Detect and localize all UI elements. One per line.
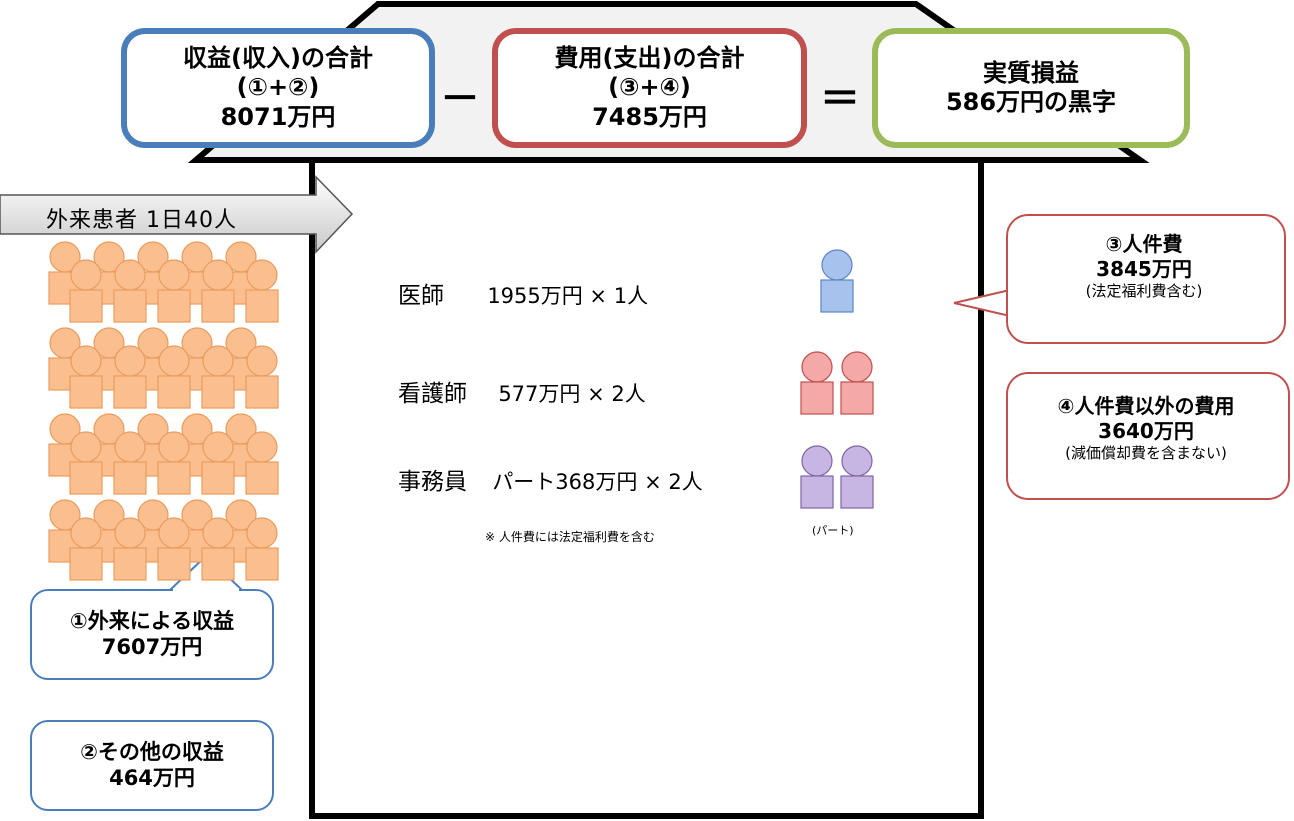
staff-detail-nurse: 577万円 × 2人 (498, 382, 646, 406)
nurse-person-icon (840, 351, 874, 415)
outpatient-person-icon (69, 259, 103, 323)
revenue-total-formula: (①+②) (236, 73, 320, 102)
profit-title: 実質損益 (983, 58, 1079, 87)
outpatient-person-icon (245, 517, 279, 581)
revenue-total-value: 8071万円 (220, 102, 336, 131)
outpatient-person-icon (157, 259, 191, 323)
other-cost-text: ④人件費以外の費用 3640万円 (減価償却費を含まない) (1006, 394, 1286, 463)
other-revenue-value: 464万円 (109, 765, 195, 790)
outpatient-person-icon (201, 259, 235, 323)
equals-sign: ＝ (820, 76, 860, 122)
outpatient-revenue-value: 7607万円 (101, 634, 203, 659)
outpatient-person-icon (201, 345, 235, 409)
personnel-cost-title: ③人件費 (1105, 232, 1183, 256)
outpatient-person-icon (157, 431, 191, 495)
outpatient-revenue-bubble: ①外来による収益 7607万円 (30, 589, 274, 680)
outpatient-person-icon (157, 345, 191, 409)
other-revenue-box: ②その他の収益 464万円 (30, 720, 274, 811)
profit-box: 実質損益 586万円の黒字 (872, 28, 1190, 148)
personnel-cost-bubble (1006, 214, 1286, 344)
staff-role-nurse: 看護師 (398, 381, 467, 407)
outpatient-arrow (0, 175, 354, 254)
outpatient-person-icon (201, 517, 235, 581)
staff-row-clerk: 事務員 パート368万円 × 2人 (398, 462, 703, 496)
clerk-person-icon (800, 445, 834, 509)
other-revenue-title: ②その他の収益 (80, 739, 224, 764)
part-time-label: (パート) (812, 524, 854, 537)
outpatient-label: 外来患者 1日40人 (46, 208, 237, 233)
profit-value: 586万円の黒字 (945, 88, 1117, 116)
personnel-cost-text: ③人件費 3845万円 (法定福利費含む) (1006, 232, 1282, 301)
personnel-cost-note: (法定福利費含む) (1085, 282, 1203, 300)
bubble-pointer-cover (173, 588, 239, 592)
staff-row-doctor: 医師 1955万円 × 1人 (398, 276, 648, 310)
revenue-total-title: 収益(収入)の合計 (183, 44, 373, 73)
outpatient-person-icon (157, 517, 191, 581)
doctor-person-icon (820, 249, 854, 313)
outpatient-person-icon (69, 517, 103, 581)
other-cost-note: (減価償却費を含まない) (1065, 444, 1227, 462)
expense-total-formula: (③+④) (608, 73, 691, 102)
staff-role-clerk: 事務員 (398, 469, 467, 495)
clerk-person-icon (840, 445, 874, 509)
outpatient-person-icon (113, 345, 147, 409)
expense-total-title: 費用(支出)の合計 (554, 44, 745, 73)
outpatient-person-icon (69, 431, 103, 495)
other-cost-title: ④人件費以外の費用 (1057, 394, 1235, 418)
outpatient-person-icon (113, 259, 147, 323)
staff-note: ※ 人件費には法定福利費を含む (485, 530, 655, 544)
revenue-total-box: 収益(収入)の合計 (①+②) 8071万円 (121, 28, 435, 148)
other-cost-value: 3640万円 (1098, 419, 1194, 443)
minus-sign: － (440, 76, 480, 122)
staff-detail-doctor: 1955万円 × 1人 (487, 284, 649, 308)
outpatient-revenue-title: ①外来による収益 (69, 608, 235, 633)
staff-row-nurse: 看護師 577万円 × 2人 (398, 374, 646, 408)
expense-total-value: 7485万円 (592, 102, 707, 131)
outpatient-person-icon (69, 345, 103, 409)
staff-detail-clerk: パート368万円 × 2人 (492, 470, 703, 494)
nurse-person-icon (800, 351, 834, 415)
outpatient-person-icon (201, 431, 235, 495)
outpatient-crowd (48, 241, 279, 581)
outpatient-person-icon (113, 517, 147, 581)
outpatient-person-icon (245, 345, 279, 409)
expense-total-box: 費用(支出)の合計 (③+④) 7485万円 (492, 28, 807, 148)
outpatient-person-icon (245, 259, 279, 323)
staff-icons (800, 249, 874, 509)
other-cost-box (1006, 372, 1290, 500)
outpatient-person-icon (245, 431, 279, 495)
personnel-cost-value: 3845万円 (1096, 257, 1192, 281)
staff-role-doctor: 医師 (398, 283, 444, 309)
outpatient-person-icon (113, 431, 147, 495)
